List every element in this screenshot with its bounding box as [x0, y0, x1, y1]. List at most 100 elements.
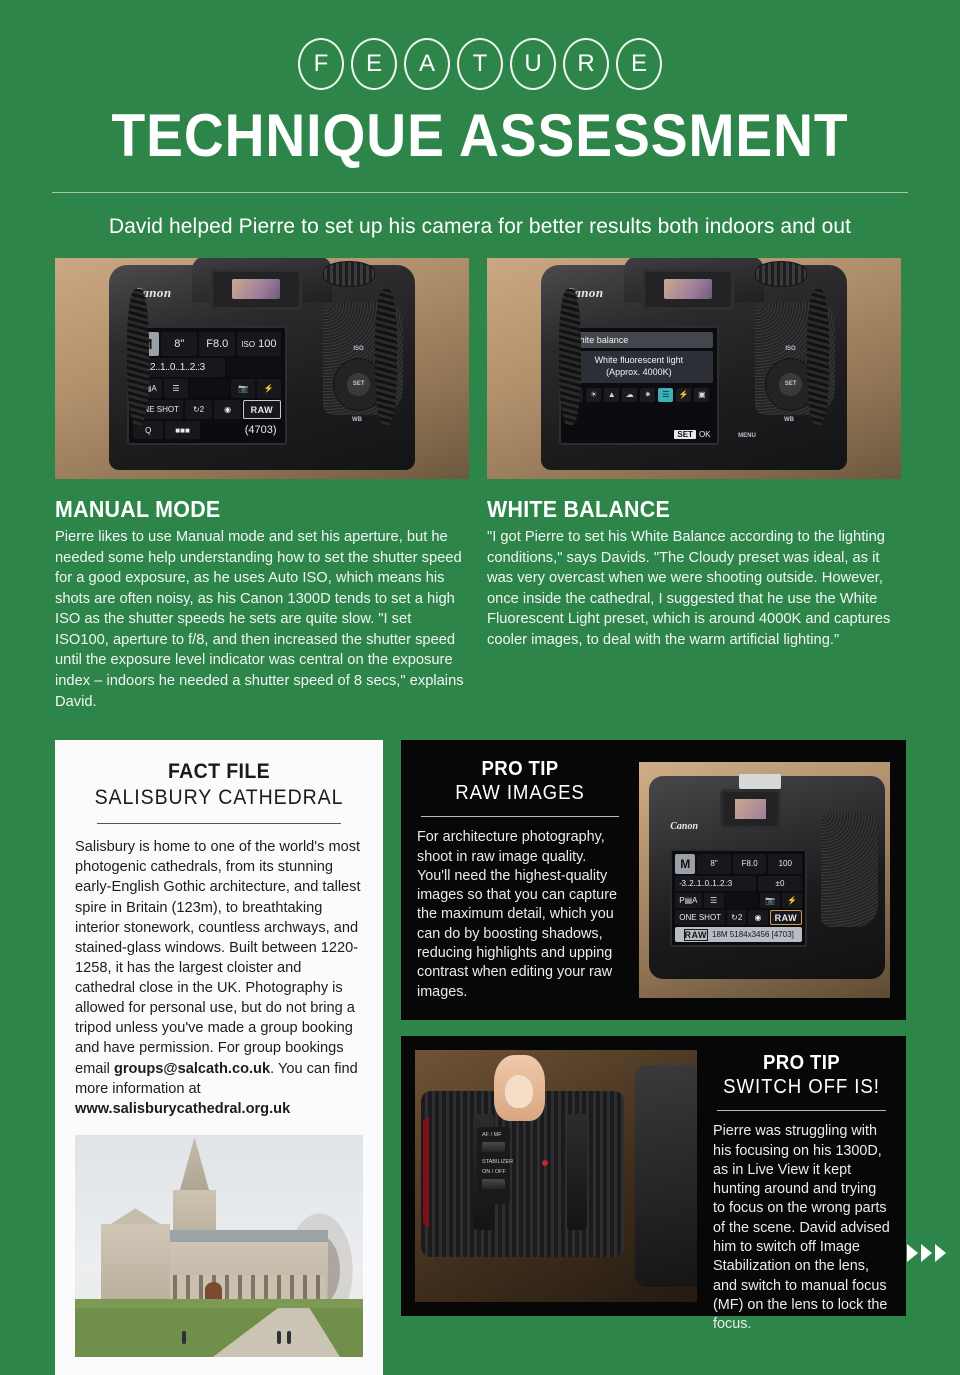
- wb-selected-name: White fluorescent light: [594, 355, 684, 366]
- camera-strap-right: [375, 289, 397, 425]
- lcd-print-icon: 📷: [759, 892, 780, 909]
- lcd-q-button-icon: Q: [133, 421, 164, 440]
- lens-ring-rear: [566, 1113, 588, 1231]
- photo-salisbury-cathedral: [75, 1134, 363, 1357]
- lcd-spacer-a: [226, 358, 281, 378]
- lcd-shots-remaining: (4703): [244, 424, 277, 437]
- wb-daylight-icon: ☀: [586, 387, 602, 402]
- fingernail: [505, 1075, 534, 1109]
- pro-tip-is-divider: [717, 1110, 886, 1112]
- lcd-aperture: F8.0: [199, 332, 236, 357]
- wb-button-label: WB: [351, 417, 362, 424]
- wb-ok-label: OK: [698, 430, 711, 440]
- lcd-af-mode: ONE SHOT: [675, 910, 726, 926]
- lcd-drive-timer-icon: ↻2: [727, 910, 747, 926]
- wb-shade-icon: ▲: [604, 387, 620, 402]
- section-body-white-balance: "I got Pierre to set his White Balance a…: [487, 529, 891, 648]
- lcd-iso-label: ISO: [241, 339, 256, 349]
- cathedral-visitor: [286, 1330, 291, 1344]
- wb-selected-option: White fluorescent light (Approx. 4000K): [565, 351, 713, 383]
- fact-file-website[interactable]: www.salisburycathedral.org.uk: [75, 1100, 291, 1117]
- lcd-exposure-scale: -3..2..1..0..1..2.:3: [133, 358, 225, 378]
- pro-tip-switch-off-is: AF / MF STABILIZER ON / OFF PRO TIP SWIT…: [401, 1036, 906, 1332]
- photo-white-balance-camera: Canon White balance White fluorescent li…: [487, 258, 901, 479]
- fact-file-subject: SALISBURY CATHEDRAL: [94, 786, 344, 810]
- lcd-metering-icon: ◉: [748, 910, 768, 926]
- lcd-footer-badge: RAW: [683, 928, 709, 941]
- triangle-right-icon: [935, 1244, 946, 1262]
- pro-tip-is-body: Pierre was struggling with his focusing …: [713, 1123, 890, 1333]
- lcd-white-balance-icon: ☰: [164, 379, 188, 399]
- pro-tip-is-text: PRO TIP SWITCH OFF IS! Pierre was strugg…: [697, 1036, 906, 1332]
- photo-lens-switches: AF / MF STABILIZER ON / OFF: [415, 1050, 697, 1303]
- pro-tip-raw-text: PRO TIP RAW IMAGES For architecture phot…: [401, 740, 639, 1020]
- lens-focus-switch[interactable]: [482, 1142, 506, 1153]
- lcd-image-quality: RAW: [769, 910, 803, 926]
- lens-focus-switch-label: AF / MF: [482, 1131, 502, 1138]
- lcd-battery-icon: ■■■: [165, 421, 200, 440]
- camera-body-partial: [634, 1065, 697, 1288]
- wb-flash-icon: ⚡: [676, 387, 692, 402]
- article-columns: MANUAL MODE Pierre likes to use Manual m…: [0, 479, 960, 712]
- camera-body: Canon White balance White fluorescent li…: [540, 258, 848, 471]
- camera-body: Canon M 8" F8.0 100: [649, 774, 885, 980]
- lcd-exposure-scale: -3..2..1..0..1..2.:3: [675, 875, 756, 891]
- wb-menu-title: White balance: [565, 332, 713, 349]
- iso-button-label: ISO: [785, 345, 796, 352]
- lcd-iso-value: 100: [778, 859, 792, 869]
- canon-logo: Canon: [670, 821, 699, 832]
- feature-letter-3: T: [457, 38, 503, 90]
- wb-custom-icon: ▣: [694, 387, 710, 402]
- camera-strap-right: [807, 289, 829, 425]
- wb-fluorescent-icon: ☰: [658, 387, 674, 402]
- viewfinder: [719, 788, 782, 830]
- lcd-drive-timer-icon: ↻2: [184, 400, 213, 420]
- next-page-arrows[interactable]: [907, 1244, 946, 1262]
- photo-manual-mode-camera: Canon M 8" F8.0 ISO 100 -3..2..1..0..1..…: [55, 258, 469, 479]
- viewfinder-glass: [231, 279, 280, 300]
- lens-switch-plate: AF / MF STABILIZER ON / OFF: [477, 1127, 513, 1204]
- cathedral-west-front: [100, 1223, 171, 1309]
- lcd-iso: 100: [768, 854, 803, 874]
- camera-lcd-manual: M 8" F8.0 ISO 100 -3..2..1..0..1..2.:3 P…: [127, 326, 287, 446]
- lcd-white-balance-icon: ☰: [703, 892, 724, 909]
- cathedral-visitor: [181, 1330, 186, 1344]
- pro-tip-raw-title: RAW IMAGES: [455, 782, 585, 805]
- lcd-shutter-speed: 8": [161, 332, 198, 357]
- pro-tip-raw-label: PRO TIP: [481, 758, 559, 781]
- wb-tungsten-icon: ✷: [640, 387, 656, 402]
- lcd-iso: ISO 100: [237, 332, 281, 357]
- fact-file-email[interactable]: groups@salcath.co.uk: [113, 1060, 271, 1077]
- cathedral-visitor: [276, 1330, 281, 1344]
- lcd-image-quality: RAW: [243, 400, 281, 420]
- camera-strap-left: [127, 289, 149, 425]
- feature-letter-6: E: [616, 38, 662, 90]
- camera-grip: [821, 812, 878, 927]
- wb-button-label: WB: [783, 417, 794, 424]
- lens-stabilizer-states: ON / OFF: [482, 1169, 506, 1176]
- page-deck: David helped Pierre to set up his camera…: [108, 215, 852, 238]
- mode-dial: [323, 260, 376, 288]
- camera-body: Canon M 8" F8.0 ISO 100 -3..2..1..0..1..…: [108, 258, 416, 471]
- lens-stabilizer-switch[interactable]: [482, 1179, 506, 1190]
- feature-letter-0: F: [298, 38, 344, 90]
- bottom-panels: FACT FILE SALISBURY CATHEDRAL Salisbury …: [0, 712, 960, 1375]
- fact-file-body-part1: Salisbury is home to one of the world's …: [75, 839, 361, 1077]
- lens-red-ring: [422, 1117, 429, 1227]
- title-divider: [52, 192, 908, 193]
- article-column-manual-mode: MANUAL MODE Pierre likes to use Manual m…: [55, 496, 469, 712]
- article-column-white-balance: WHITE BALANCE "I got Pierre to set his W…: [487, 496, 901, 712]
- lcd-spacer-b: [725, 892, 758, 909]
- fact-file-body-part2: . You can find more information at: [75, 1060, 358, 1097]
- page-title: TECHNIQUE ASSESSMENT: [111, 102, 849, 169]
- lcd-metering-icon: ◉: [214, 400, 242, 420]
- pro-tip-raw-images: PRO TIP RAW IMAGES For architecture phot…: [401, 740, 906, 1021]
- lcd-picture-style-icon: P▤A: [675, 892, 702, 909]
- viewfinder-glass: [663, 279, 712, 300]
- lcd-flash-icon: ⚡: [782, 892, 803, 909]
- lcd-aperture: F8.0: [732, 854, 767, 874]
- wb-set-key: SET: [674, 430, 696, 440]
- triangle-right-icon: [921, 1244, 932, 1262]
- camera-lcd-white-balance: White balance White fluorescent light (A…: [559, 326, 719, 446]
- lcd-timer-value: 2: [199, 405, 205, 415]
